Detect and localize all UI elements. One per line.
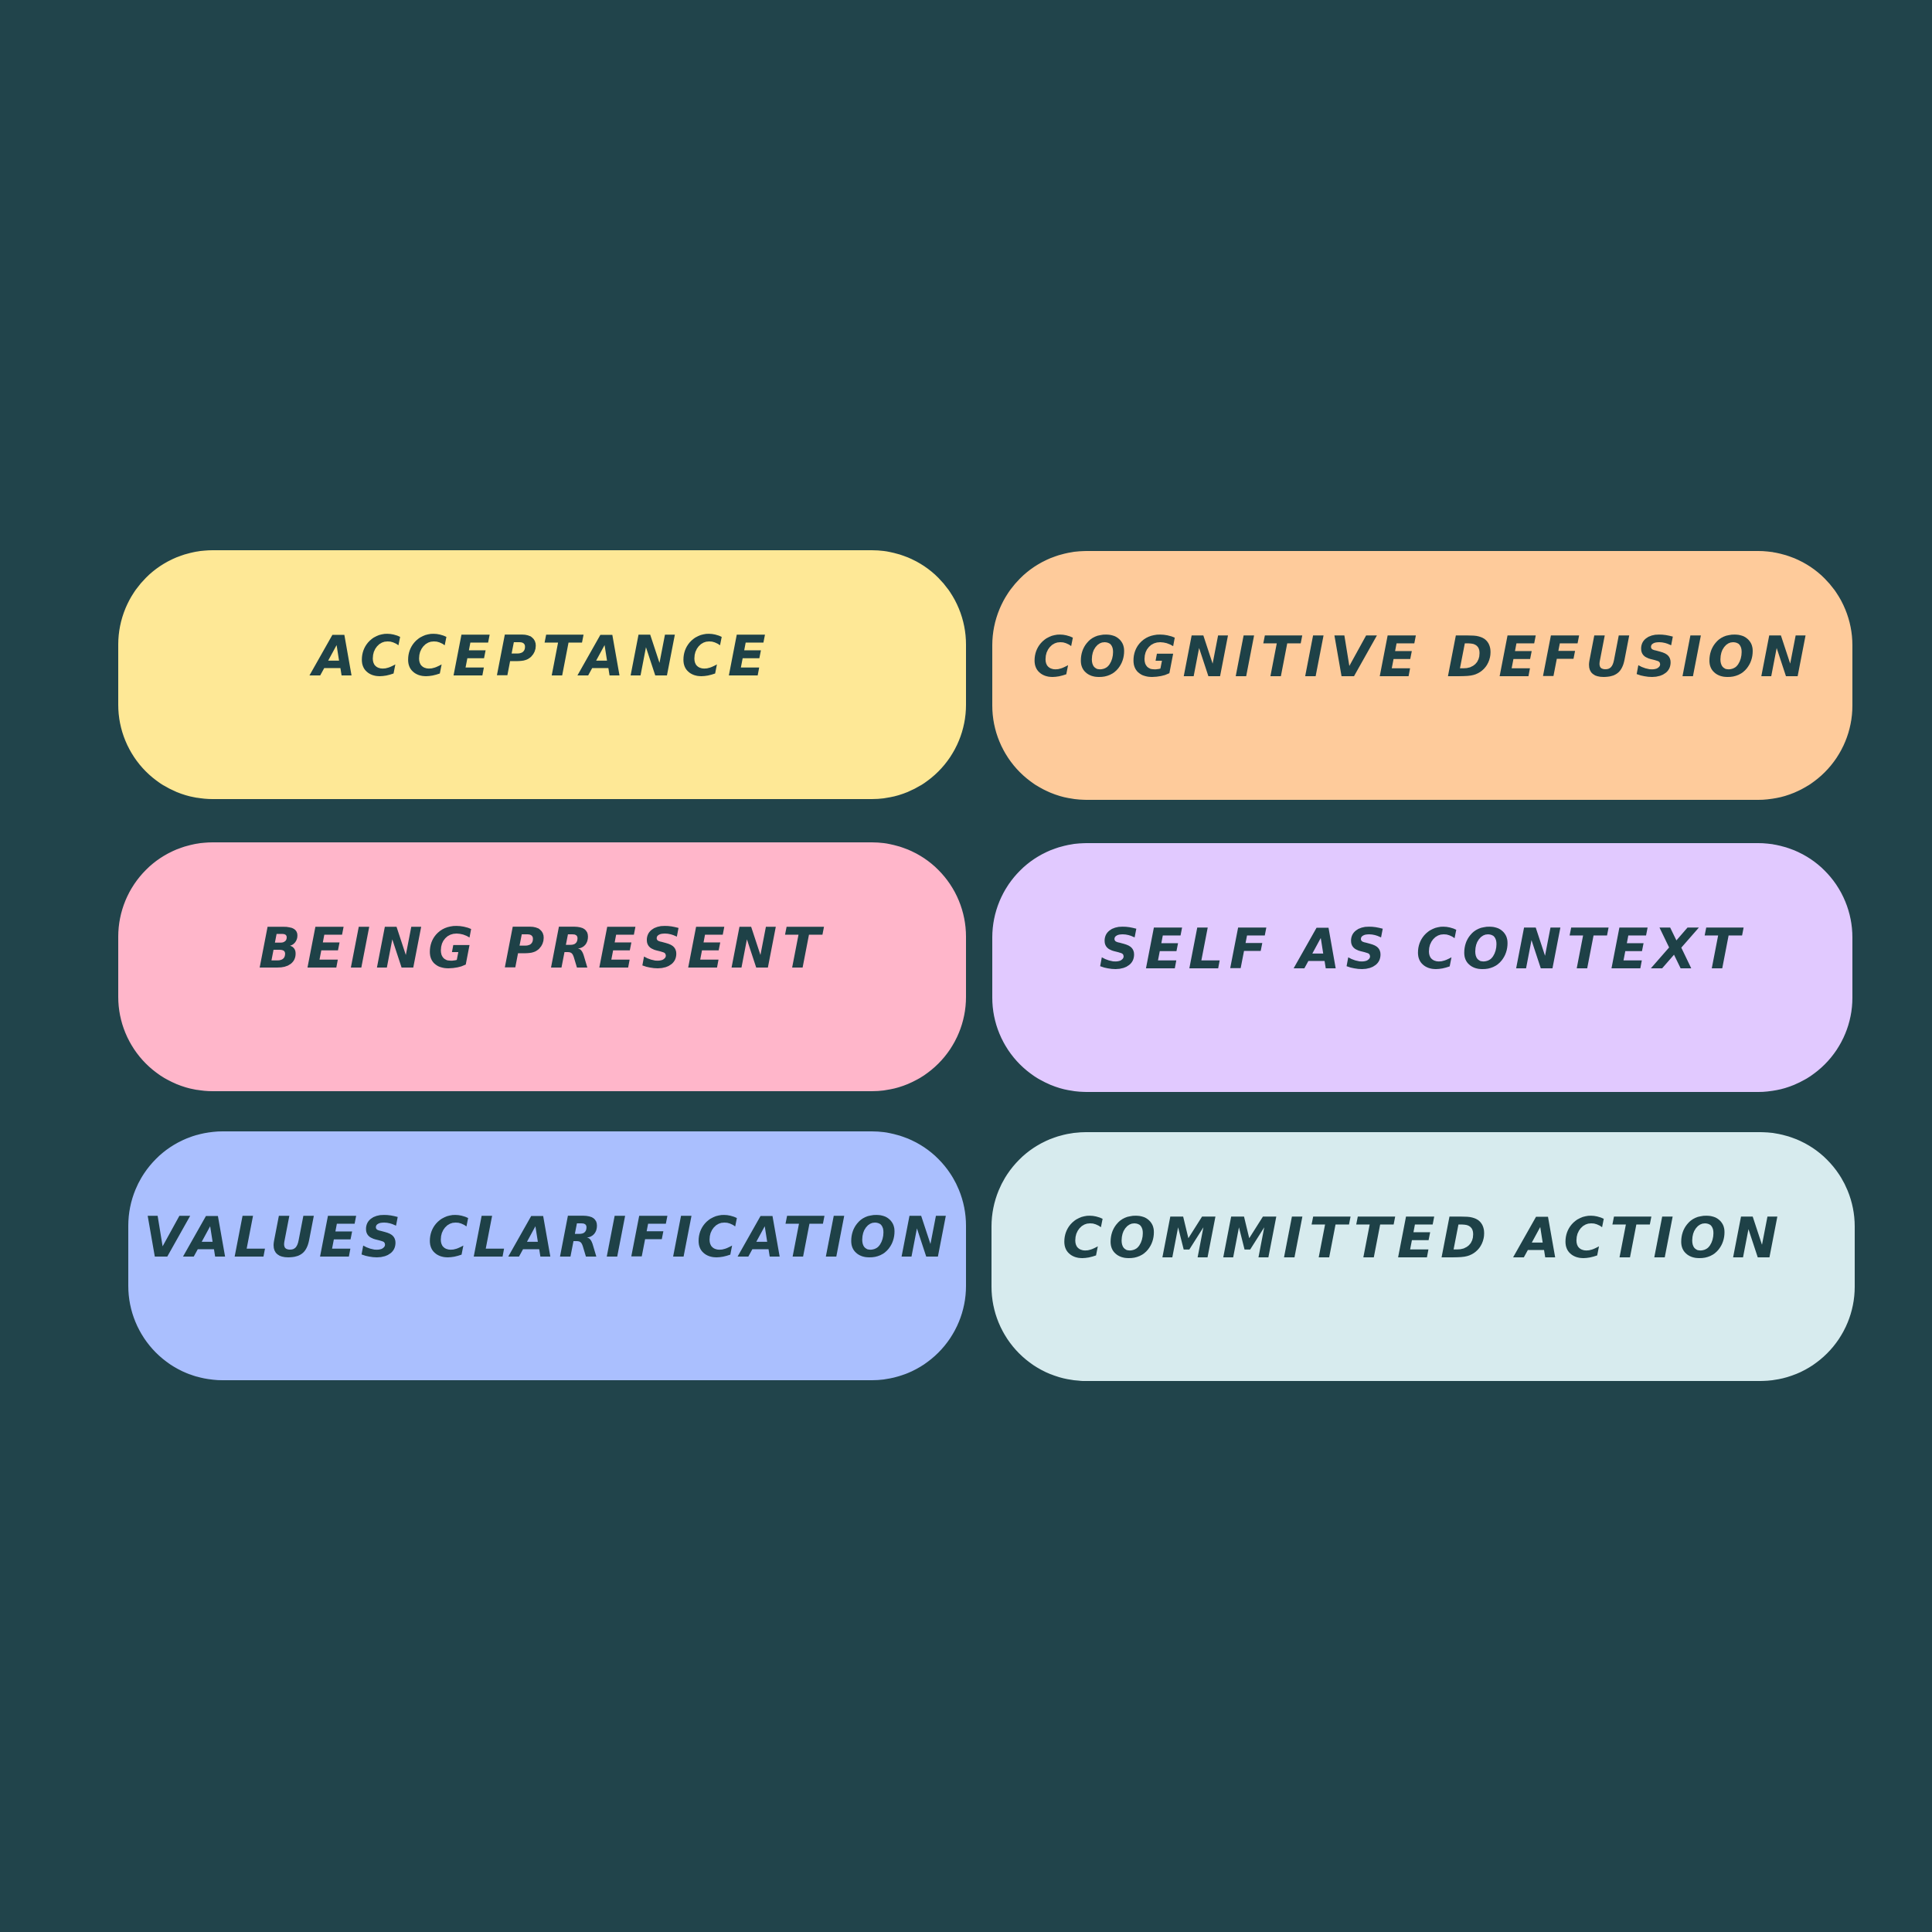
self-as-context-pill: SELF AS CONTEXT (992, 843, 1852, 1092)
cognitive-defusion-label: COGNITIVE DEFUSION (1032, 624, 1812, 689)
cognitive-defusion-pill: COGNITIVE DEFUSION (992, 551, 1852, 800)
self-as-context-label: SELF AS CONTEXT (1099, 917, 1746, 981)
acceptance-pill: ACCEPTANCE (118, 550, 966, 799)
being-present-label: BEING PRESENT (258, 916, 826, 981)
acceptance-label: ACCEPTANCE (313, 624, 771, 689)
values-clarification-label: VALUES CLARIFICATION (143, 1205, 951, 1270)
committed-action-label: COMMITTED ACTION (1062, 1206, 1784, 1270)
committed-action-pill: COMMITTED ACTION (992, 1132, 1855, 1381)
being-present-pill: BEING PRESENT (118, 842, 966, 1091)
values-clarification-pill: VALUES CLARIFICATION (128, 1131, 966, 1380)
